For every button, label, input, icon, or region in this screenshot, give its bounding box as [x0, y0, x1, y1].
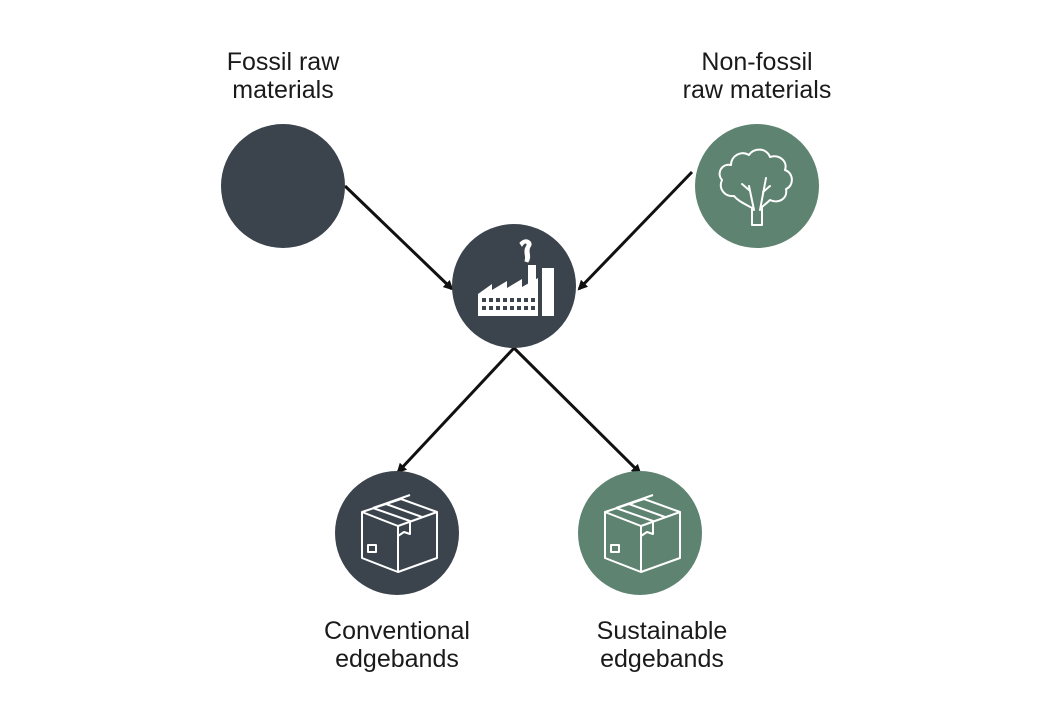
sustainable-node	[578, 471, 702, 595]
tree-icon	[718, 148, 793, 226]
conventional-node	[335, 471, 459, 595]
factory-node	[452, 224, 576, 348]
label-line: materials	[232, 76, 334, 104]
sustainable-edgebands-label: Sustainable edgebands	[562, 617, 762, 673]
label-line: Sustainable	[596, 617, 728, 645]
arrow-nonfossil-to-factory	[577, 170, 694, 291]
label-line: Fossil raw	[226, 48, 340, 76]
label-line: Non-fossil	[701, 48, 813, 76]
label-line: raw materials	[682, 76, 832, 104]
label-line: edgebands	[335, 645, 459, 673]
box-icon	[361, 494, 438, 573]
arrows	[343, 170, 694, 475]
nonfossil-raw-materials-label: Non-fossil raw materials	[657, 48, 857, 104]
arrow-factory-to-sustainable	[512, 346, 642, 475]
label-line: Conventional	[324, 617, 470, 645]
smoke-icon	[519, 239, 532, 263]
factory-icon	[478, 239, 554, 316]
fossil-node-circle	[221, 124, 345, 248]
fossil-raw-materials-label: Fossil raw materials	[183, 48, 383, 104]
box-icon	[604, 494, 681, 573]
nonfossil-node	[695, 124, 819, 248]
nonfossil-node-circle	[695, 124, 819, 248]
label-line: edgebands	[600, 645, 724, 673]
arrow-factory-to-conventional	[396, 346, 516, 474]
arrow-fossil-to-factory	[343, 184, 454, 291]
conventional-edgebands-label: Conventional edgebands	[297, 617, 497, 673]
